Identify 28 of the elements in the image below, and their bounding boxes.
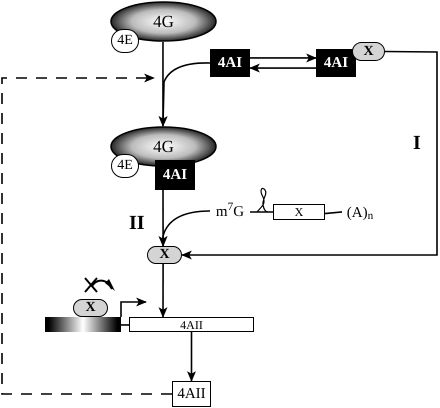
protein-label: 4G bbox=[153, 13, 174, 30]
coding-region-box: X bbox=[273, 204, 325, 220]
promoter-bar bbox=[45, 317, 121, 332]
arrow bbox=[249, 64, 316, 73]
protein-pill: X bbox=[73, 299, 108, 317]
arrow bbox=[250, 53, 317, 62]
arrow bbox=[120, 298, 147, 317]
arrow bbox=[181, 50, 438, 260]
protein-pill: X bbox=[352, 42, 385, 61]
mrna-label: m$^{7}$G bbox=[210, 202, 250, 222]
pathway-label: I bbox=[413, 133, 421, 153]
arrow bbox=[158, 210, 210, 247]
gene-box: 4AII bbox=[129, 317, 254, 332]
mrna-label: (A)$_{n}$ bbox=[342, 202, 378, 224]
protein-label: 4G bbox=[153, 138, 174, 155]
arrow bbox=[1, 74, 172, 395]
protein-box: 4AI bbox=[210, 49, 250, 77]
connector-line bbox=[250, 211, 273, 213]
protein-box: 4AI bbox=[316, 49, 356, 77]
arrow bbox=[187, 332, 196, 382]
protein-pill: X bbox=[147, 246, 182, 264]
connector-line bbox=[324, 211, 342, 214]
gene-box: 4AII bbox=[172, 381, 211, 407]
arrow bbox=[158, 62, 210, 127]
pathway-label: II bbox=[129, 213, 145, 233]
protein-box: 4AI bbox=[155, 160, 195, 190]
connector-line bbox=[121, 324, 129, 326]
arrow bbox=[158, 264, 168, 318]
